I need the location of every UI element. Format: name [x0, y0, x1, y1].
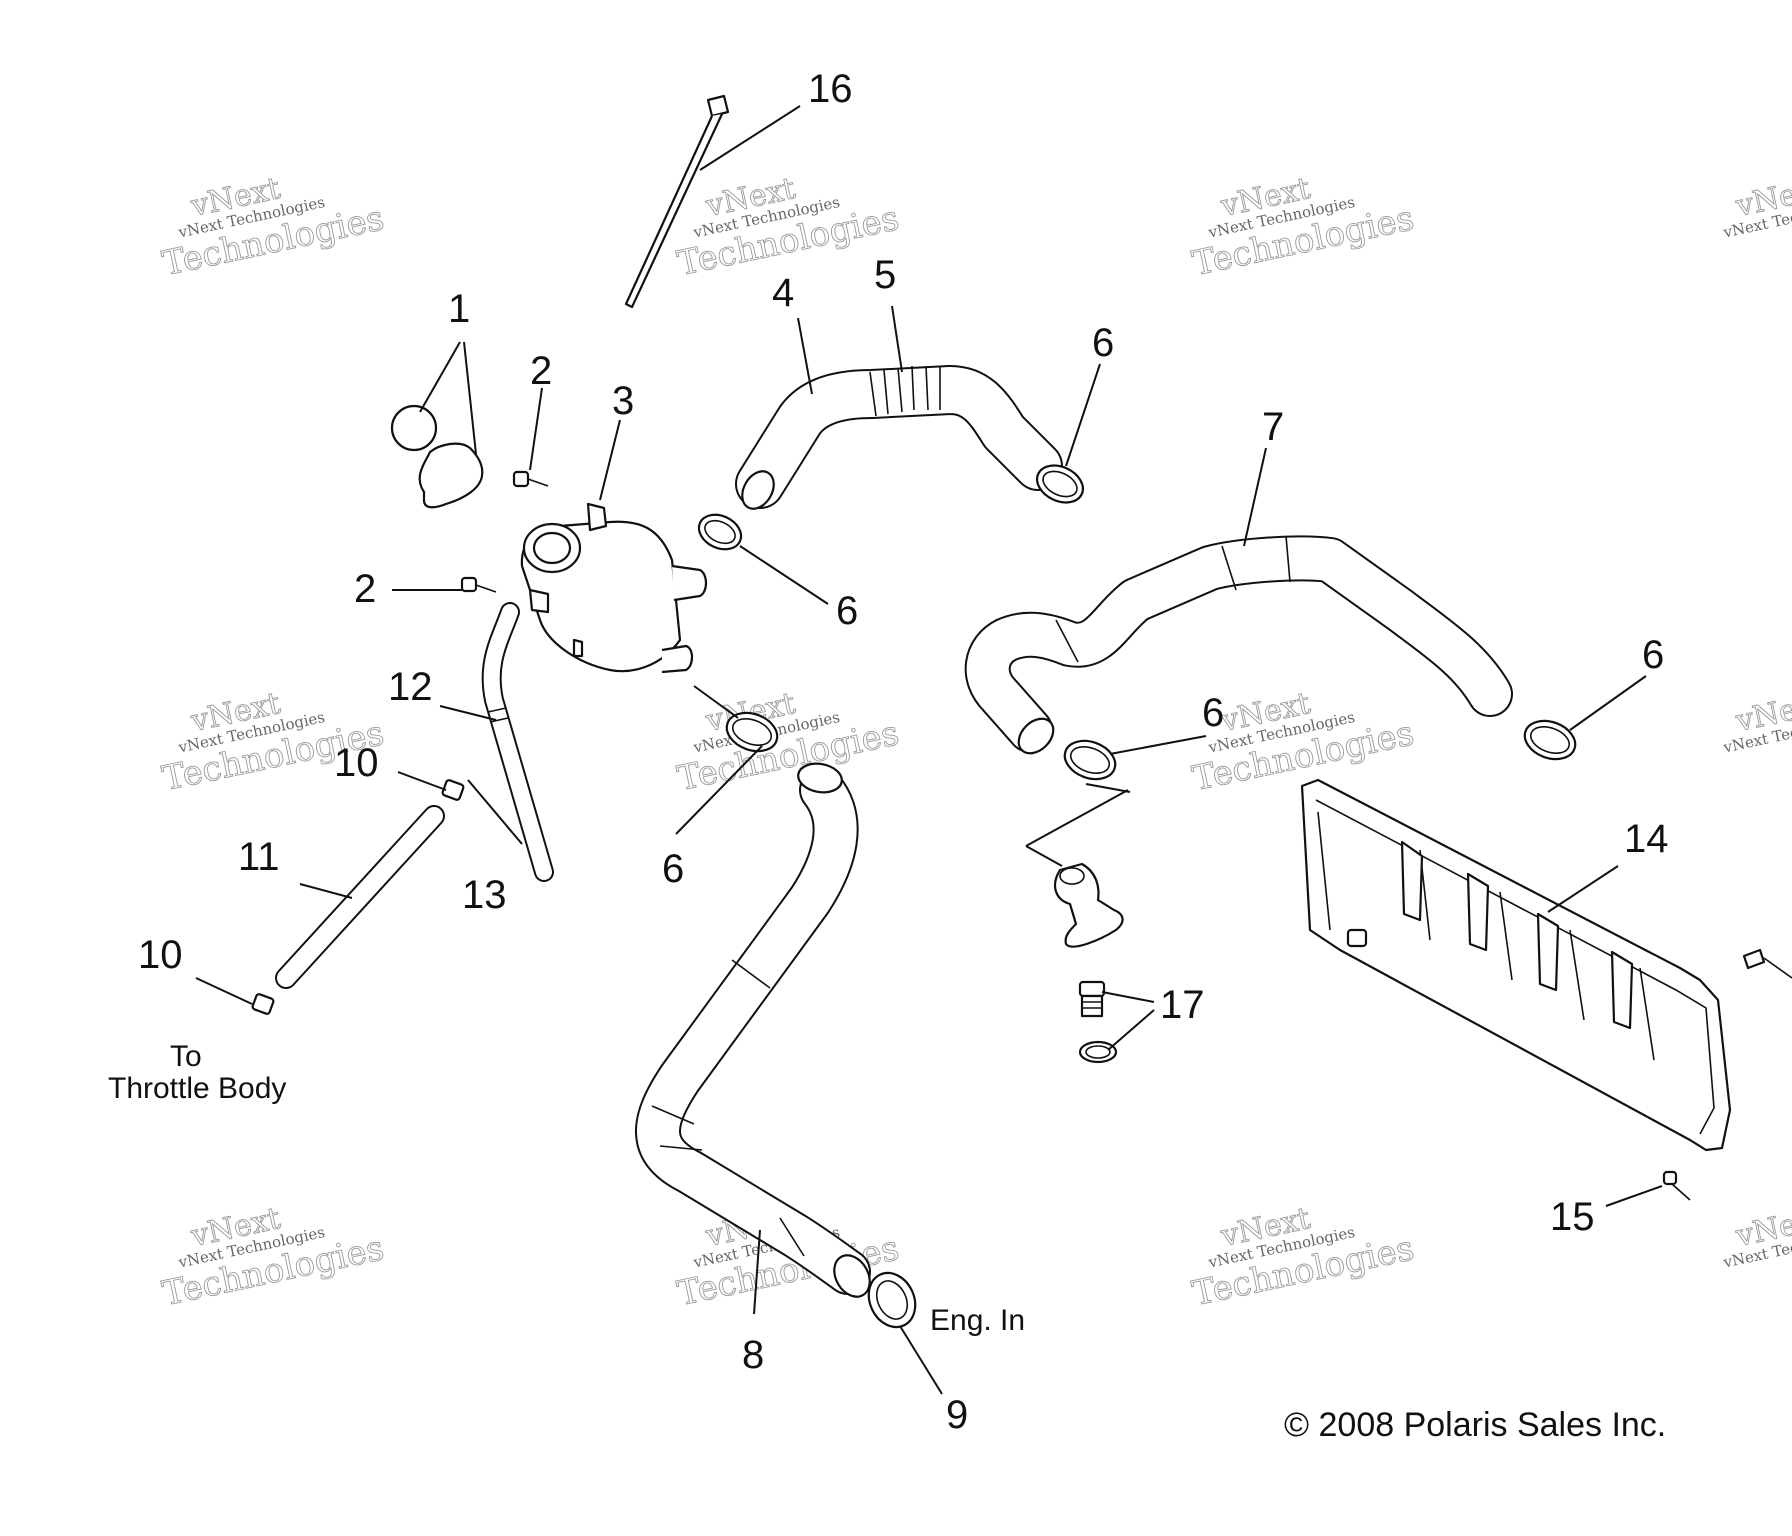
part-2-screw-top: [512, 470, 549, 488]
thermostat-housing: [1053, 862, 1124, 948]
part-6-clamp-a: [1035, 464, 1085, 504]
part-4-5-upper-hose: [735, 365, 1063, 510]
leader-lines: [195, 105, 1663, 1395]
callout-17: 17: [1160, 983, 1205, 1027]
callout-6: 6: [1202, 691, 1224, 735]
watermark: vNext Technologies vNext: [1721, 171, 1792, 242]
part-6-clamp-e: [1523, 719, 1577, 761]
callout-11: 11: [238, 835, 280, 879]
watermark: vNext Technologies vNext Technologies: [1189, 1201, 1418, 1315]
callout-15: 15: [1550, 1195, 1595, 1239]
part-1-cap: [390, 404, 484, 509]
callout-2: 2: [530, 349, 552, 393]
callout-1: 1: [448, 287, 470, 331]
part-3-reservoir: [520, 502, 708, 674]
callout-6: 6: [662, 847, 684, 891]
copyright: © 2008 Polaris Sales Inc.: [1284, 1406, 1666, 1444]
callout-8: 8: [742, 1333, 764, 1377]
callout-3: 3: [612, 379, 634, 423]
callout-12: 12: [388, 665, 433, 709]
part-11-tube: [275, 805, 445, 989]
callout-7: 7: [1262, 405, 1284, 449]
callouts: 16 1 2 3 4 5 6 7 2 6 6 12 10 6 11 13 6 1…: [138, 67, 1669, 1437]
callout-5: 5: [874, 253, 896, 297]
part-7-hose: [964, 535, 1513, 755]
callout-9: 9: [946, 1393, 968, 1437]
callout-6: 6: [836, 589, 858, 633]
part-6-clamp-d: [1063, 739, 1117, 781]
note-eng-in: Eng. In: [930, 1304, 1025, 1337]
note-throttle-body: Throttle Body: [108, 1072, 286, 1105]
callout-10: 10: [334, 741, 379, 785]
watermark: vNext Technologies vNext Technologies: [159, 1201, 388, 1315]
part-17-thermostat: [1078, 980, 1106, 1018]
callout-13: 13: [462, 873, 507, 917]
part-10-clamp-lower: [251, 993, 275, 1015]
watermark: vNext Technologies vNext Technologies: [159, 171, 388, 285]
part-17-o-ring: [1078, 1040, 1118, 1064]
callout-4: 4: [772, 271, 794, 315]
watermark: vNext Technologies vNext Technologies: [1189, 171, 1418, 285]
part-8-hose: [635, 762, 871, 1298]
callout-16: 16: [808, 67, 853, 111]
side-fitting: [1742, 948, 1792, 979]
notes: To Throttle Body Eng. In: [108, 1040, 1025, 1337]
part-14-shroud: [1300, 778, 1732, 1152]
watermark: vNext Technologies vNext: [1721, 1201, 1792, 1272]
watermark: vNext Technologies vNext: [1721, 686, 1792, 757]
part-10-clamp-upper: [441, 779, 465, 801]
part-12-13-vent-hose: [481, 602, 554, 882]
part-6-clamp-b: [697, 513, 743, 551]
part-15-screw: [1662, 1170, 1691, 1201]
note-throttle-to: To: [170, 1040, 202, 1073]
callout-6: 6: [1092, 321, 1114, 365]
part-2-screw-mid: [460, 576, 497, 593]
callout-6: 6: [1642, 633, 1664, 677]
callout-14: 14: [1624, 817, 1669, 861]
part-6-clamp-c: [725, 711, 779, 753]
callout-10: 10: [138, 933, 183, 977]
callout-2: 2: [354, 567, 376, 611]
watermark: vNext Technologies vNext Technologies: [674, 171, 903, 285]
watermark: vNext Technologies vNext Technologies: [674, 686, 903, 800]
part-16-cable-tie: [624, 94, 730, 309]
part-9-clamp: [867, 1271, 917, 1329]
